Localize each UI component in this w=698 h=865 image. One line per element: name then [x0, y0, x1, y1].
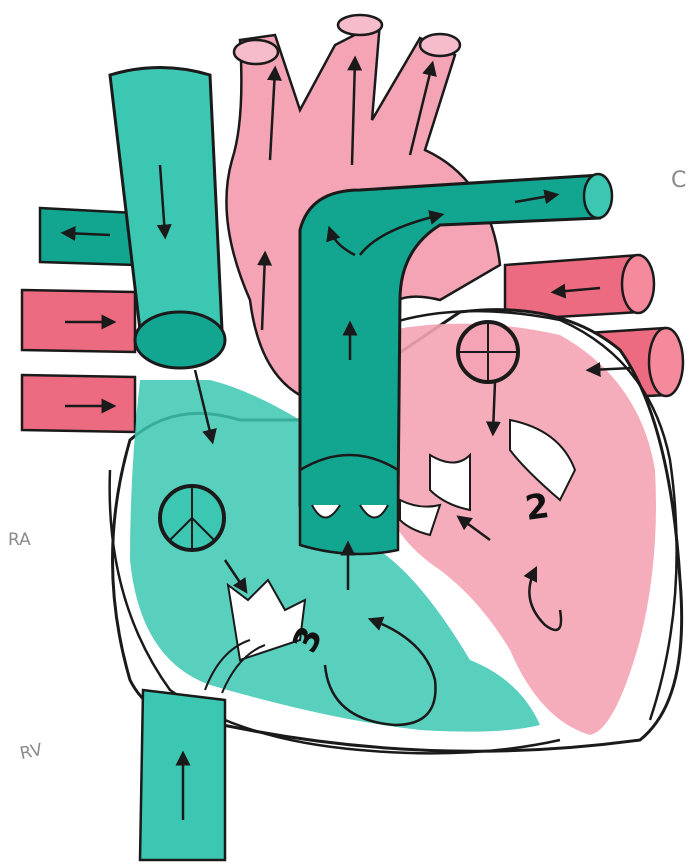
left-side-vessels — [22, 208, 135, 432]
ra-label: RA — [8, 530, 31, 550]
c-label: C — [671, 168, 686, 193]
